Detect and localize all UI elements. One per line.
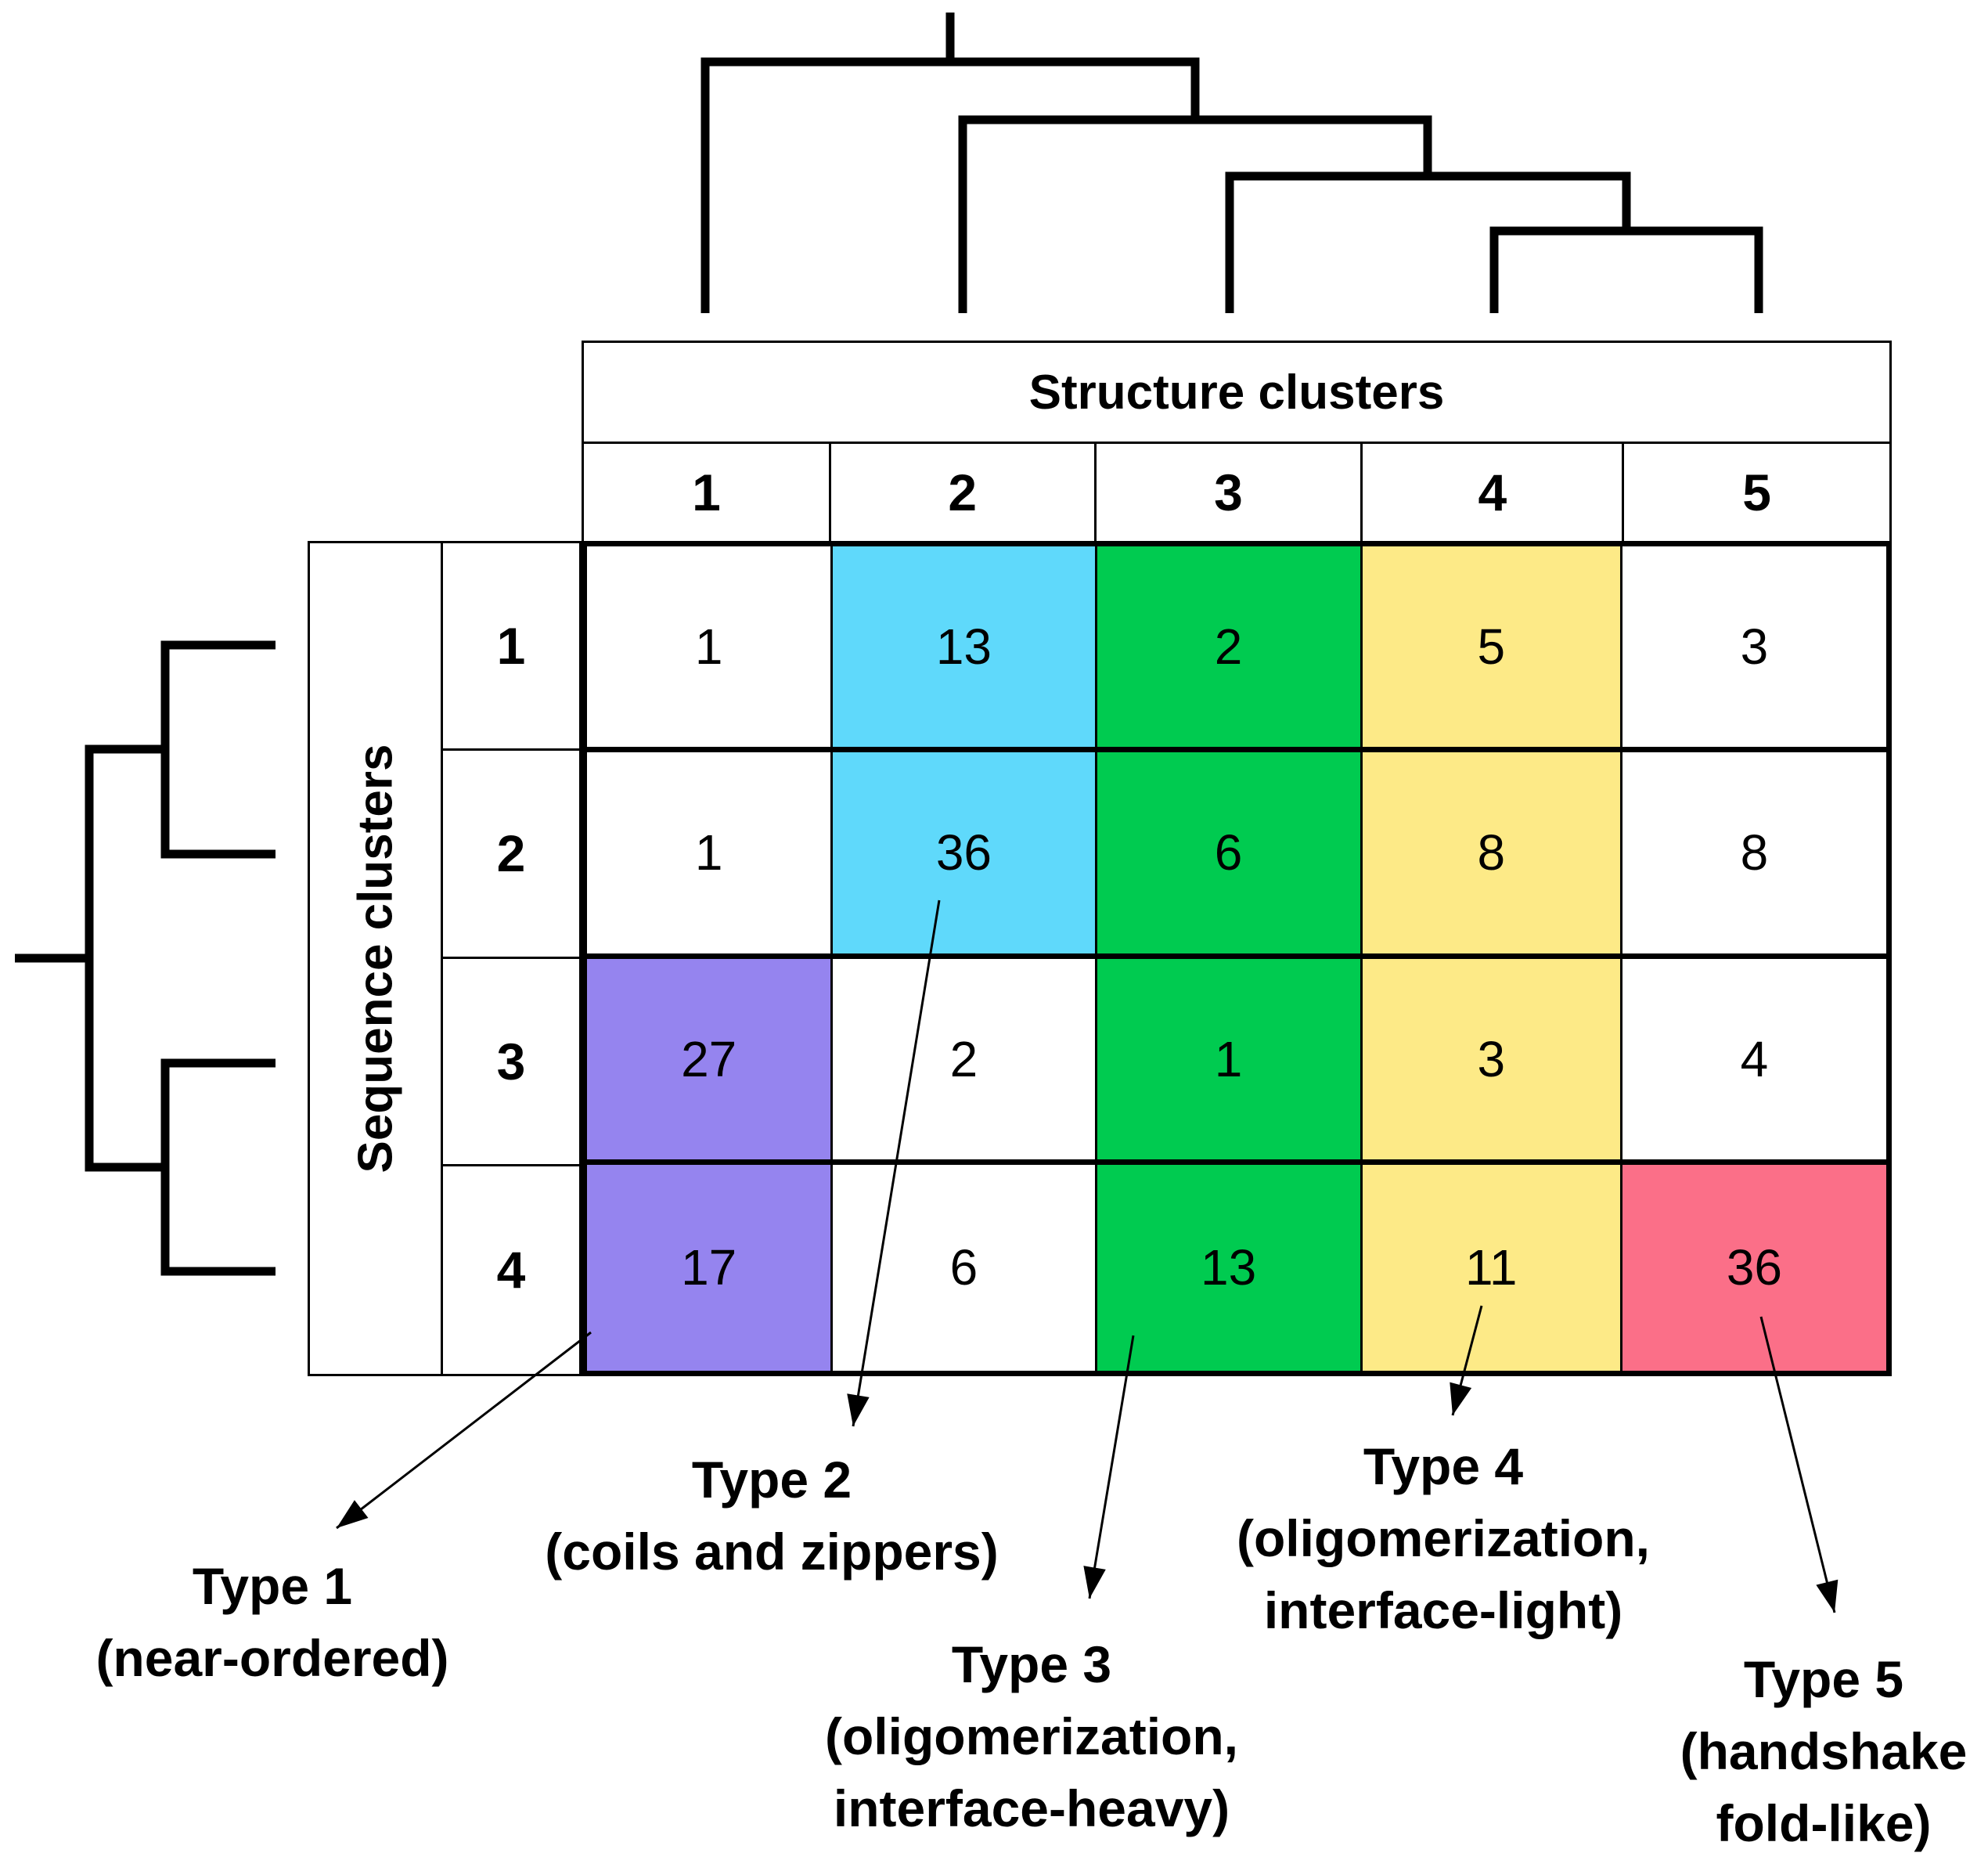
matrix-cell-r1c3: 2 xyxy=(1097,546,1363,753)
matrix-cell-r3c1: 27 xyxy=(587,958,834,1165)
structure-dendrogram-branch-4 xyxy=(1489,226,1763,313)
annotation-type5-line1: Type 5 xyxy=(1743,1650,1904,1708)
structure-col-label-2: 2 xyxy=(831,444,1097,541)
sequence-dendrogram-bracket-12 xyxy=(160,640,276,859)
annotation-type4: Type 4 (oligomerization, interface-light… xyxy=(1091,1430,1795,1646)
matrix-cell-r3c3: 1 xyxy=(1097,958,1363,1165)
matrix-cell-r3c4: 3 xyxy=(1362,958,1622,1165)
matrix-cell-r1c1: 1 xyxy=(587,546,834,753)
structure-col-label-1: 1 xyxy=(584,444,831,541)
structure-cluster-numbers-row: 1 2 3 4 5 xyxy=(582,444,1892,541)
sequence-row-label-1: 1 xyxy=(443,543,579,752)
matrix-cell-r2c3: 6 xyxy=(1097,752,1363,959)
annotation-type3-line1: Type 3 xyxy=(951,1635,1112,1693)
sequence-dendrogram-bracket-34 xyxy=(160,1058,276,1276)
annotation-type1-line2: (near-ordered) xyxy=(95,1629,449,1687)
annotation-type2: Type 2 (coils and zippers) xyxy=(420,1444,1124,1588)
annotation-type4-line3: interface-light) xyxy=(1263,1581,1623,1639)
matrix-cell-r1c4: 5 xyxy=(1362,546,1622,753)
annotation-type3-line2: (oligomerization, xyxy=(825,1707,1238,1765)
annotation-type1: Type 1 (near-ordered) xyxy=(0,1550,585,1694)
structure-col-label-5: 5 xyxy=(1742,463,1771,521)
matrix-cell-r2c1: 1 xyxy=(587,752,834,959)
annotation-type3-line3: interface-heavy) xyxy=(833,1779,1230,1837)
sequence-dendrogram xyxy=(15,640,276,1276)
structure-dendrogram-branch-1 xyxy=(700,57,1200,313)
structure-clusters-title: Structure clusters xyxy=(1028,365,1445,420)
annotation-type1-line1: Type 1 xyxy=(192,1557,353,1615)
matrix-cell-r3c5: 4 xyxy=(1622,958,1886,1165)
structure-col-label-3: 3 xyxy=(1097,444,1363,541)
annotation-type5: Type 5 (handshake fold-like) xyxy=(1589,1643,1988,1859)
matrix-cell-r2c5: 8 xyxy=(1622,752,1886,959)
sequence-row-label-2: 2 xyxy=(443,751,579,959)
structure-dendrogram xyxy=(700,13,1763,313)
annotation-type3: Type 3 (oligomerization, interface-heavy… xyxy=(679,1628,1384,1844)
matrix-cell-r4c3: 13 xyxy=(1097,1164,1363,1371)
annotation-type5-line2: (handshake xyxy=(1680,1722,1968,1780)
annotation-type2-line2: (coils and zippers) xyxy=(545,1523,999,1581)
annotation-type5-line3: fold-like) xyxy=(1716,1794,1932,1852)
matrix-cell-r1c5: 3 xyxy=(1622,546,1886,753)
matrix-cell-r4c5: 36 xyxy=(1622,1164,1886,1371)
cluster-count-matrix: 1 13 2 5 3 1 36 6 8 8 27 2 1 3 4 17 6 13… xyxy=(582,541,1892,1376)
annotation-type2-line1: Type 2 xyxy=(691,1451,852,1509)
matrix-cell-r2c2: 36 xyxy=(833,752,1097,959)
structure-col-label-4: 4 xyxy=(1363,444,1625,541)
matrix-cell-r4c1: 17 xyxy=(587,1164,834,1371)
annotation-type4-line2: (oligomerization, xyxy=(1237,1509,1650,1567)
sequence-clusters-title: Sequence clusters xyxy=(348,744,403,1173)
structure-clusters-header: Structure clusters xyxy=(582,341,1892,444)
sequence-row-label-4: 4 xyxy=(496,1241,526,1299)
structure-dendrogram-branch-2 xyxy=(958,115,1432,313)
matrix-cell-r3c2: 2 xyxy=(833,958,1097,1165)
structure-dendrogram-branch-3 xyxy=(1225,171,1631,313)
matrix-cell-r4c2: 6 xyxy=(833,1164,1097,1371)
sequence-row-label-3: 3 xyxy=(443,959,579,1166)
sequence-clusters-header: Sequence clusters xyxy=(308,541,443,1376)
matrix-cell-r4c4: 11 xyxy=(1362,1164,1622,1371)
sequence-dendrogram-root-branch xyxy=(85,744,165,1172)
matrix-cell-r2c4: 8 xyxy=(1362,752,1622,959)
sequence-cluster-numbers-column: 1 2 3 4 xyxy=(443,541,582,1376)
annotation-type4-line1: Type 4 xyxy=(1363,1437,1524,1495)
matrix-cell-r1c2: 13 xyxy=(833,546,1097,753)
